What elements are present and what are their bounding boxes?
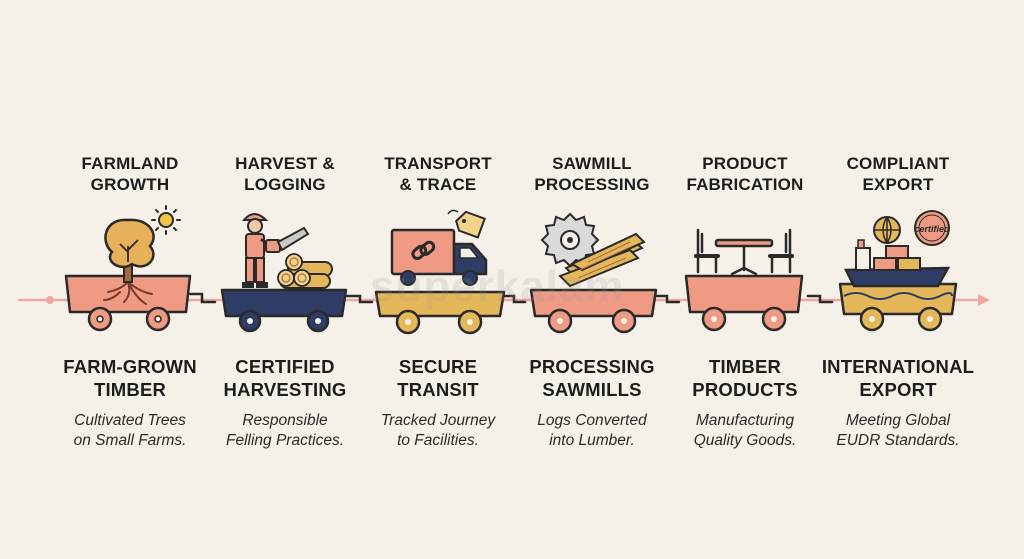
stage-3-description: Tracked Journey to Facilities. (380, 412, 496, 449)
cart-body (684, 274, 804, 314)
coupler-3 (500, 294, 527, 304)
stamp-text: certified (914, 224, 950, 234)
cargo-ship-certified-icon: certified (843, 210, 951, 288)
cart-export (838, 282, 958, 332)
timeline-arrowhead (978, 294, 990, 306)
table-chairs-icon (694, 228, 794, 276)
stage-1-top-title: FARMLAND GROWTH (81, 154, 179, 194)
tree-sun-icon (103, 205, 181, 305)
cart-body (220, 288, 348, 318)
stage-2-bottom-title: CERTIFIED HARVESTING (223, 356, 347, 400)
stage-3-top-title: TRANSPORT & TRACE (384, 154, 492, 194)
watermark: superkalam (370, 262, 625, 311)
coupler-1 (188, 292, 217, 304)
stage-5-top-title: PRODUCT FABRICATION (686, 154, 804, 194)
stage-4-top-title: SAWMILL PROCESSING (534, 154, 650, 194)
chain-link-icon (411, 240, 436, 260)
cart-couplers (188, 292, 834, 304)
saw-blade-lumber-icon (540, 212, 646, 288)
logger-chainsaw-icon (241, 213, 333, 289)
cart-harvest (220, 288, 348, 333)
stage-5-bottom-title: TIMBER PRODUCTS (692, 356, 798, 400)
stage-2-description: Responsible Felling Practices. (225, 412, 344, 449)
stage-1-description: Cultivated Trees on Small Farms. (73, 412, 187, 449)
coupler-5 (806, 294, 834, 304)
stage-6-bottom-title: INTERNATIONAL EXPORT (821, 356, 975, 400)
stage-6-top-title: COMPLIANT EXPORT (846, 154, 950, 194)
cart-body (838, 282, 958, 316)
tagged-truck-icon (390, 209, 488, 286)
stage-1-bottom-title: FARM-GROWN TIMBER (63, 356, 197, 400)
coupler-2 (345, 294, 374, 304)
certified-stamp-icon (914, 210, 950, 246)
cart-fabrication (684, 274, 804, 332)
stage-3-bottom-title: SECURE TRANSIT (397, 356, 479, 400)
cart-sawmill (529, 288, 658, 334)
timeline-start-dot (46, 296, 54, 304)
stage-4-bottom-title: PROCESSING SAWMILLS (529, 356, 655, 400)
stage-6-description: Meeting Global EUDR Standards. (836, 412, 960, 449)
stage-5-description: Manufacturing Quality Goods. (693, 412, 797, 449)
stage-4-description: Logs Converted into Lumber. (537, 412, 647, 449)
cart-transport (374, 290, 506, 335)
coupler-4 (652, 294, 681, 304)
stage-2-top-title: HARVEST & LOGGING (235, 154, 335, 194)
